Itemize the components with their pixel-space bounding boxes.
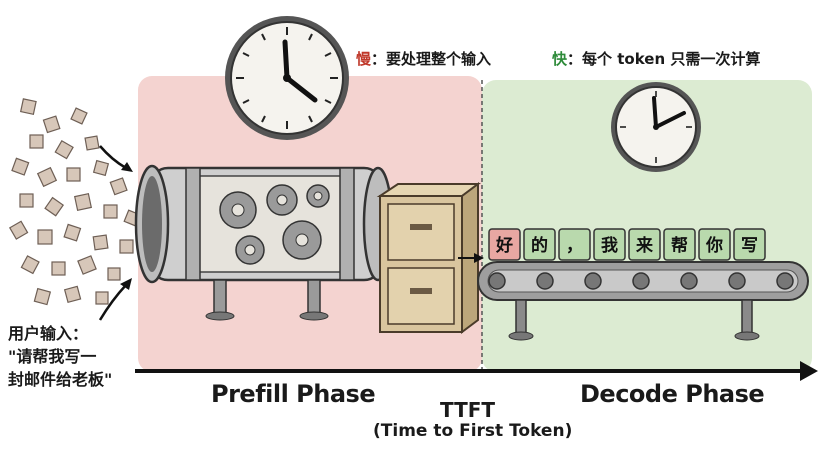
decode-phase-label: Decode Phase [580, 380, 764, 408]
output-token-text: 你 [705, 235, 723, 256]
slow-text: ：要处理整个输入 [371, 50, 491, 68]
user-input-line1: 用户输入： [8, 322, 88, 345]
output-token-text: 来 [635, 235, 654, 256]
output-token: 好 [489, 229, 520, 260]
output-token: 我 [594, 229, 625, 260]
prefill-phase-label: Prefill Phase [211, 380, 375, 408]
slow-clock-icon [225, 16, 349, 140]
output-token: 来 [629, 229, 660, 260]
output-token-text: 我 [601, 236, 618, 256]
fast-text: ：每个 token 只需一次计算 [567, 50, 760, 68]
output-token: 帮 [664, 229, 695, 260]
fast-note: 快：每个 token 只需一次计算 [552, 48, 760, 69]
output-token: ， [559, 229, 590, 260]
slow-note: 慢：要处理整个输入 [356, 48, 491, 69]
output-token-text: 好 [495, 235, 513, 256]
output-token: 你 [699, 229, 730, 260]
ttft-expansion: (Time to First Token) [373, 421, 572, 441]
output-token-text: 帮 [671, 236, 688, 256]
user-input-line2: "请帮我写一 [8, 345, 96, 368]
slow-key: 慢 [356, 50, 371, 68]
output-token: 写 [734, 229, 765, 260]
output-token-text: ， [566, 236, 583, 256]
fast-key: 快 [552, 50, 567, 68]
ttft-label: TTFT [440, 398, 495, 422]
output-token: 的 [524, 229, 555, 260]
output-token-text: 的 [531, 235, 548, 256]
output-token-text: 写 [741, 236, 758, 256]
user-input-line3: 封邮件给老板" [8, 368, 112, 391]
fast-clock-icon [611, 82, 701, 172]
